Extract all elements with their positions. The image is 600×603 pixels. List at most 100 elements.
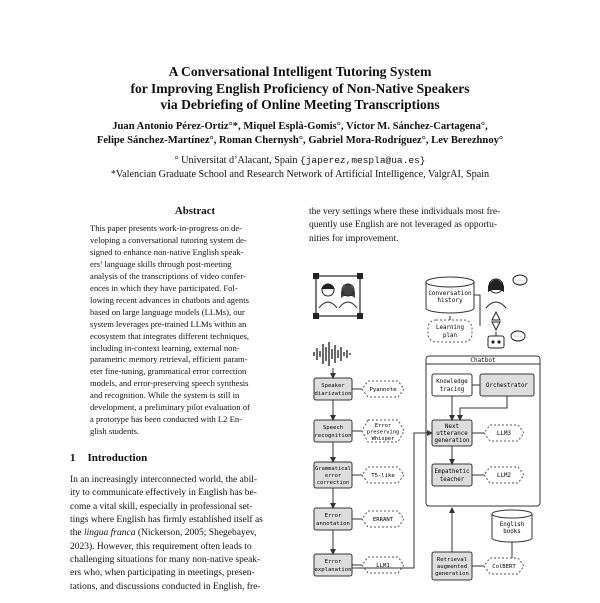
meeting-participants-icon bbox=[313, 273, 363, 319]
speech-recognition-label: recognition bbox=[314, 433, 351, 439]
empathetic-teacher-box: Empathetic teacher bbox=[431, 463, 473, 487]
paper-title: A Conversational Intelligent Tutoring Sy… bbox=[0, 64, 600, 114]
error-preserving-whisper-box: Error preserving Whisper bbox=[361, 419, 405, 443]
speaker-diarization-label: diarization bbox=[314, 391, 351, 397]
frame-corner bbox=[357, 313, 363, 319]
svg-text:···: ··· bbox=[513, 334, 522, 340]
gec-label: error bbox=[325, 473, 342, 479]
section-title: Introduction bbox=[87, 452, 148, 464]
system-architecture-figure: Conversation history Learning plan ··· ·… bbox=[308, 268, 544, 598]
intro-line: the lingua franca (Nickerson, 2005; Sheg… bbox=[70, 527, 302, 540]
abstract-heading: Abstract bbox=[174, 205, 216, 217]
intro-body: In an increasingly interconnected world,… bbox=[70, 474, 302, 594]
abstract-line: including in-context learning, external … bbox=[90, 342, 240, 353]
title-line: for Improving English Proficiency of Non… bbox=[130, 80, 470, 96]
llm3-label: LLM3 bbox=[497, 431, 511, 437]
affiliation-line-1: ° Universitat d’Alacant, Spain {japerez,… bbox=[0, 154, 600, 168]
rag-label: augmented bbox=[437, 564, 467, 570]
empathetic-teacher-label: teacher bbox=[440, 477, 465, 483]
up-triangle-icon bbox=[491, 310, 501, 321]
llm1-label: LLM1 bbox=[376, 563, 389, 569]
abstract-line: based on large language models (LLMs), o… bbox=[90, 306, 245, 317]
abstract-line: glish students. bbox=[90, 426, 140, 437]
connector bbox=[474, 294, 481, 326]
author-line: Juan Antonio Pérez-Ortiz°*, Miquel Esplà… bbox=[112, 121, 488, 132]
error-annotation-box: Error annotation bbox=[313, 507, 353, 531]
next-utterance-label: generation bbox=[435, 438, 470, 444]
knowledge-tracing-box: Knowledge tracing bbox=[431, 373, 473, 397]
next-utterance-label: Next bbox=[445, 424, 459, 430]
learner-icon: ··· bbox=[485, 274, 528, 309]
llm3-box: LLM3 bbox=[483, 424, 525, 442]
colbert-label: ColBERT bbox=[492, 564, 516, 570]
connector bbox=[457, 396, 508, 421]
whisper-label: Whisper bbox=[372, 436, 395, 442]
errant-box: ERRANT bbox=[361, 510, 405, 528]
person-body bbox=[318, 301, 338, 309]
english-books-label: books bbox=[503, 529, 520, 535]
whisper-label: Error bbox=[375, 423, 392, 429]
abstract-line: signed to enhance non-native English spe… bbox=[90, 246, 244, 257]
gec-label: Grammatical bbox=[315, 466, 351, 472]
learning-plan-label: plan bbox=[443, 333, 457, 339]
video-frame bbox=[315, 275, 361, 317]
intro-line-rest: (Nickerson, 2005; Shegebayev, bbox=[135, 528, 257, 539]
svg-text:···: ··· bbox=[515, 278, 524, 284]
intro-line: come a vital skill, especially in profes… bbox=[70, 501, 253, 512]
knowledge-tracing-label: tracing bbox=[440, 387, 464, 393]
abstract-line: ences in which they have participated. F… bbox=[90, 282, 238, 293]
intro-line: ity to communicate effectively in Englis… bbox=[70, 488, 257, 499]
abstract-line: development, a preliminary pilot evaluat… bbox=[90, 402, 250, 413]
t5-like-box: T5-like bbox=[361, 466, 405, 484]
abstract-line: ecosystem that integrates different tech… bbox=[90, 330, 250, 341]
chatbot-label: Chatbot bbox=[470, 357, 496, 364]
speaker-diarization-box: Speaker diarization bbox=[313, 377, 353, 401]
section-heading: 1 Introduction bbox=[70, 452, 159, 464]
abstract-line: lowing recent advances in chatbots and a… bbox=[90, 294, 249, 305]
orchestrator-label: Orchestrator bbox=[486, 383, 528, 389]
abstract-line: ers’ language skills through post-meetin… bbox=[90, 258, 232, 269]
speaker-diarization-label: Speaker bbox=[321, 383, 345, 389]
llm2-box: LLM2 bbox=[483, 466, 525, 484]
colbert-box: ColBERT bbox=[483, 557, 525, 575]
grammatical-error-correction-box: Grammatical error correction bbox=[313, 461, 353, 489]
learning-plan-label: Learning bbox=[436, 325, 464, 331]
abstract-line: a prototype has been conducted with L2 E… bbox=[90, 414, 243, 425]
abstract-line: models, and error-preserving speech synt… bbox=[90, 378, 249, 389]
abstract-body: This paper presents work-in-progress on … bbox=[90, 223, 300, 438]
affiliations: ° Universitat d’Alacant, Spain {japerez,… bbox=[0, 154, 600, 182]
pyannote-box: Pyannote bbox=[361, 380, 405, 398]
audio-waveform-icon bbox=[313, 342, 351, 366]
architecture-diagram: Conversation history Learning plan ··· ·… bbox=[313, 273, 541, 581]
frame-corner bbox=[313, 313, 319, 319]
pyannote-label: Pyannote bbox=[370, 387, 398, 393]
next-utterance-generation-box: Next utterance generation bbox=[431, 419, 473, 447]
llm2-label: LLM2 bbox=[497, 473, 511, 479]
right-column-text: the very settings where these individual… bbox=[309, 206, 541, 246]
english-books-store: English books bbox=[491, 509, 533, 543]
frame-corner bbox=[313, 273, 319, 279]
gec-label: correction bbox=[317, 480, 349, 486]
rag-label: Retrieval bbox=[437, 557, 467, 563]
intro-line: challenging situations for many non-nati… bbox=[70, 555, 261, 566]
llm1-box: LLM1 bbox=[361, 556, 405, 574]
empathetic-teacher-label: Empathetic bbox=[435, 469, 470, 475]
affiliation-university: ° Universitat d’Alacant, Spain bbox=[174, 155, 301, 166]
title-line: A Conversational Intelligent Tutoring Sy… bbox=[168, 64, 432, 79]
connector bbox=[352, 430, 433, 569]
error-explanation-box: Error explanation bbox=[313, 553, 353, 577]
right-line: the very settings where these individual… bbox=[309, 207, 501, 217]
error-explanation-label: Error bbox=[325, 559, 342, 565]
section-number: 1 bbox=[70, 452, 76, 464]
conversation-history-label: history bbox=[437, 297, 463, 304]
author-emails: {japerez,mespla@ua.es} bbox=[300, 155, 426, 166]
abstract-line: and recognition. While the system is sti… bbox=[90, 390, 240, 401]
chatbot-container: Chatbot bbox=[425, 355, 541, 507]
chatbot-robot-icon: ··· bbox=[487, 330, 526, 349]
learning-plan-box: Learning plan bbox=[427, 319, 473, 343]
author-line: Felipe Sánchez-Martínez°, Roman Chernysh… bbox=[96, 135, 504, 146]
person-hair bbox=[321, 283, 335, 289]
lingua-franca-italic: lingua franca bbox=[83, 528, 136, 539]
retrieval-augmented-generation-box: Retrieval augmented generation bbox=[431, 551, 473, 581]
whisper-label: preserving bbox=[367, 430, 399, 436]
